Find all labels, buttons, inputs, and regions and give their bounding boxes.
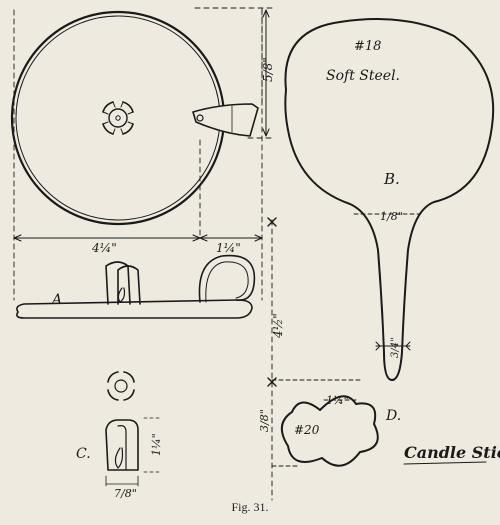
label-part-a: A bbox=[50, 292, 62, 308]
dim-c-width: 7/8" bbox=[114, 487, 137, 500]
tray-disk-outer bbox=[10, 10, 226, 226]
part-a-tray bbox=[10, 10, 259, 226]
part-c-socket bbox=[105, 371, 161, 487]
dim-d-height: 3/8" bbox=[258, 409, 271, 432]
figure-caption: Fig. 31. bbox=[231, 500, 269, 514]
socket-ring-small bbox=[107, 371, 135, 401]
candle-stick-underline bbox=[403, 461, 487, 465]
label-part-d: D. bbox=[385, 408, 401, 424]
label-part-b: B. bbox=[383, 170, 400, 188]
socket-slot bbox=[117, 287, 126, 303]
part-a-dim-arrows bbox=[13, 9, 270, 242]
dim-a-height: 5/8" bbox=[261, 57, 275, 82]
handle-loop-inner bbox=[205, 261, 249, 303]
part-b-blank bbox=[284, 18, 495, 381]
dim-d-lobe: 1¼" bbox=[326, 394, 349, 407]
part-d-drippan bbox=[271, 379, 487, 467]
label-part-c: C. bbox=[76, 446, 91, 462]
dim-c-height: 1¼" bbox=[150, 433, 163, 456]
overall-height-dimension bbox=[267, 217, 277, 501]
part-b-number: #18 bbox=[354, 39, 381, 54]
tray-disk-inner bbox=[15, 15, 221, 221]
dim-b-tip: 3/4" bbox=[390, 337, 401, 358]
handle-loop-outer bbox=[198, 254, 256, 303]
handle-rivet-hole bbox=[196, 114, 204, 122]
tray-side-profile bbox=[16, 299, 253, 319]
part-a-side-view bbox=[16, 254, 256, 319]
part-d-number: #20 bbox=[294, 423, 320, 437]
dim-b-neck: 1/8" bbox=[380, 210, 403, 223]
socket-slot-c bbox=[114, 447, 124, 469]
socket-top-view bbox=[102, 101, 134, 135]
dim-a-handle: 1¼" bbox=[216, 241, 241, 255]
blank-outline bbox=[284, 18, 495, 381]
socket-side-right bbox=[117, 265, 141, 305]
socket-blank-outline bbox=[105, 419, 139, 471]
tray-handle-tab bbox=[192, 103, 259, 137]
socket-fold-line bbox=[117, 425, 127, 471]
dim-overall: 4½" bbox=[271, 313, 285, 339]
part-b-material: Soft Steel. bbox=[326, 68, 400, 84]
title-candle-stick: Candle Stick bbox=[404, 443, 500, 462]
dim-a-width: 4¼" bbox=[91, 241, 117, 255]
drippan-outline bbox=[281, 395, 379, 467]
part-a-dimension-lines bbox=[13, 7, 273, 301]
